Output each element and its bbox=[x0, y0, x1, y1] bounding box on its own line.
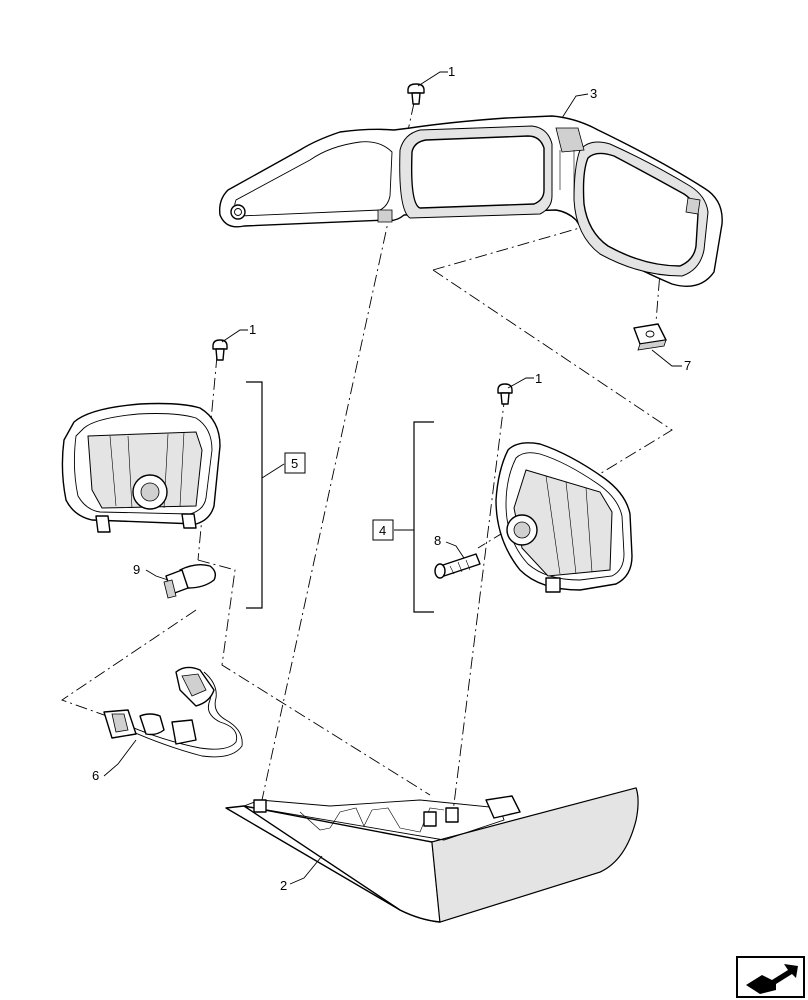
right-lamp bbox=[495, 442, 633, 593]
callout-bulb: 9 bbox=[133, 562, 140, 577]
bottom-cover bbox=[225, 787, 639, 923]
bracket-right bbox=[394, 421, 434, 613]
callout-box-assembly-right: 4 bbox=[372, 519, 394, 541]
clip-nut bbox=[633, 323, 667, 351]
left-lamp bbox=[61, 402, 221, 533]
callout-screw-left: 1 bbox=[249, 322, 256, 337]
callout-screw-top: 1 bbox=[448, 64, 455, 79]
callout-assembly-right: 4 bbox=[379, 523, 386, 538]
next-page-arrow-icon[interactable] bbox=[736, 956, 805, 998]
lamp-housing bbox=[218, 115, 723, 287]
bolt bbox=[434, 553, 481, 579]
leader-lines bbox=[103, 71, 682, 885]
wiring-harness bbox=[103, 666, 243, 758]
callout-bolt: 8 bbox=[434, 533, 441, 548]
bulb bbox=[163, 563, 217, 599]
screw-top bbox=[407, 83, 425, 105]
screw-left bbox=[212, 339, 228, 361]
screw-right bbox=[497, 383, 513, 405]
callout-clip: 7 bbox=[684, 358, 691, 373]
callout-screw-right: 1 bbox=[535, 371, 542, 386]
callout-harness: 6 bbox=[92, 768, 99, 783]
callout-box-assembly-left: 5 bbox=[284, 452, 306, 474]
bracket-left bbox=[246, 381, 285, 609]
callout-assembly-left: 5 bbox=[291, 456, 298, 471]
callout-housing: 3 bbox=[590, 86, 597, 101]
callout-cover: 2 bbox=[280, 878, 287, 893]
